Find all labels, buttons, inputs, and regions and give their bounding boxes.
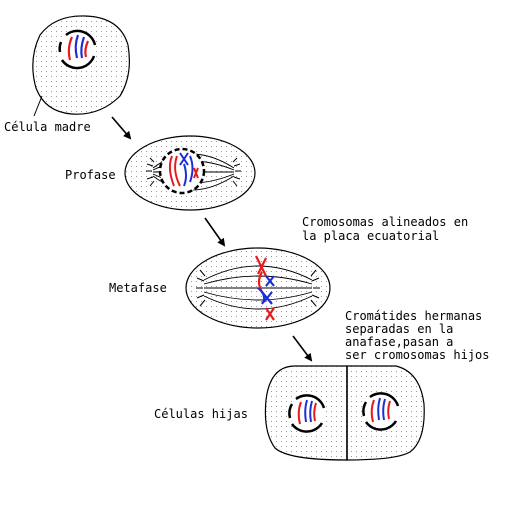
right-daughter-nucleus bbox=[362, 392, 400, 431]
mother-chromosomes bbox=[67, 34, 90, 61]
daughter-cells bbox=[264, 365, 425, 461]
mother-cell bbox=[32, 15, 130, 115]
arrow-to-profase bbox=[111, 116, 132, 140]
left-daughter-nucleus bbox=[288, 394, 326, 433]
label-metafase: Metafase bbox=[109, 281, 167, 295]
label-alineados-line1: Cromosomas alineados en bbox=[302, 215, 469, 229]
mother-label-pointer bbox=[33, 95, 43, 117]
profase-chromosomes bbox=[168, 152, 199, 187]
label-alineados-line2: la placa ecuatorial bbox=[302, 229, 440, 243]
label-anafase-line3: anafase,pasan a bbox=[345, 335, 454, 349]
mother-nucleus bbox=[58, 29, 97, 70]
arrow-to-metafase bbox=[204, 217, 226, 247]
profase-cell bbox=[124, 135, 256, 211]
label-celulas-hijas: Células hijas bbox=[154, 407, 248, 421]
metafase-poles bbox=[196, 269, 320, 307]
metafase-cell bbox=[185, 247, 331, 329]
label-anafase-line4: ser cromosomas hijos bbox=[345, 348, 490, 362]
profase-poles bbox=[146, 157, 241, 187]
label-anafase-line1: Cromátides hermanas bbox=[345, 309, 483, 323]
label-profase: Profase bbox=[65, 168, 116, 182]
label-celula-madre: Célula madre bbox=[4, 120, 91, 134]
label-anafase-line2: separadas en la bbox=[345, 322, 454, 336]
arrow-to-hijas bbox=[292, 335, 313, 362]
metafase-chromosomes bbox=[255, 255, 275, 321]
